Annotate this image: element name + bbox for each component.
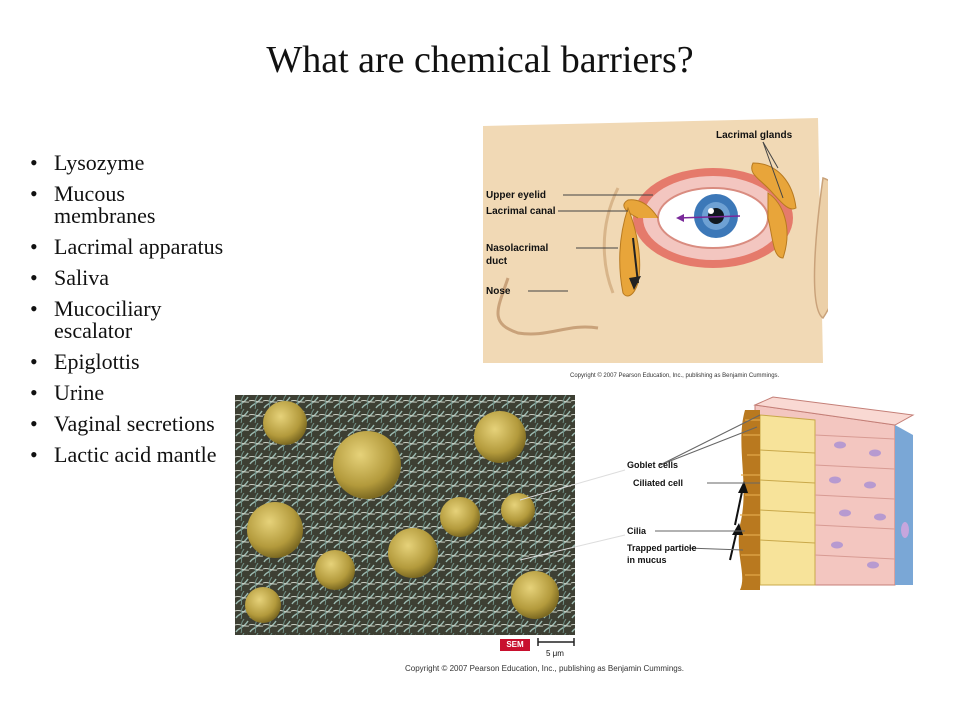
ear [813,177,828,320]
nasolacrimal-duct [619,206,641,297]
scale-bar: 5 μm [537,638,575,658]
nose-contour [496,277,599,336]
label-ciliated-cell: Ciliated cell [633,478,683,488]
bullet-item: Mucociliary escalator [28,298,228,342]
label-nose: Nose [486,286,511,297]
label-in-mucus: in mucus [627,555,667,565]
bullet-item: Saliva [28,267,228,290]
bullet-item: Vaginal secretions [28,413,228,436]
bullet-item: Urine [28,382,228,405]
connective-tissue [895,425,913,585]
slide-title: What are chemical barriers? [266,39,694,81]
label-duct: duct [486,256,508,267]
lacrimal-gland [751,162,797,210]
label-cilia: Cilia [627,526,647,536]
sem-badge: SEM [500,639,530,651]
label-nasolacrimal: Nasolacrimal [486,243,548,254]
label-goblet-cells: Goblet cells [627,460,678,470]
cilia-layer [738,410,760,590]
scale-bar-label: 5 μm [546,649,564,658]
bullet-item: Mucous membranes [28,183,228,227]
cilia-copyright: Copyright © 2007 Pearson Education, Inc.… [405,664,684,673]
bullet-item: Lactic acid mantle [28,444,228,467]
ciliated-epithelium-diagram: Goblet cells Ciliated cell Cilia Trapped… [627,396,915,590]
bullet-item: Epiglottis [28,351,228,374]
bullet-list: Lysozyme Mucous membranes Lacrimal appar… [28,152,228,475]
lacrimal-apparatus-figure: Lacrimal glands Upper eyelid Lacrimal ca… [483,118,828,379]
label-trapped-particle: Trapped particle [627,543,697,553]
bullet-item: Lysozyme [28,152,228,175]
connector-lines [520,469,626,561]
bullet-item: Lacrimal apparatus [28,236,228,259]
sem-micrograph [235,395,575,635]
label-lacrimal-canal: Lacrimal canal [486,206,556,217]
label-upper-eyelid: Upper eyelid [486,190,546,201]
eye-copyright: Copyright © 2007 Pearson Education, Inc.… [570,372,780,379]
label-lacrimal-glands: Lacrimal glands [716,130,793,141]
ciliated-cells [759,414,816,586]
